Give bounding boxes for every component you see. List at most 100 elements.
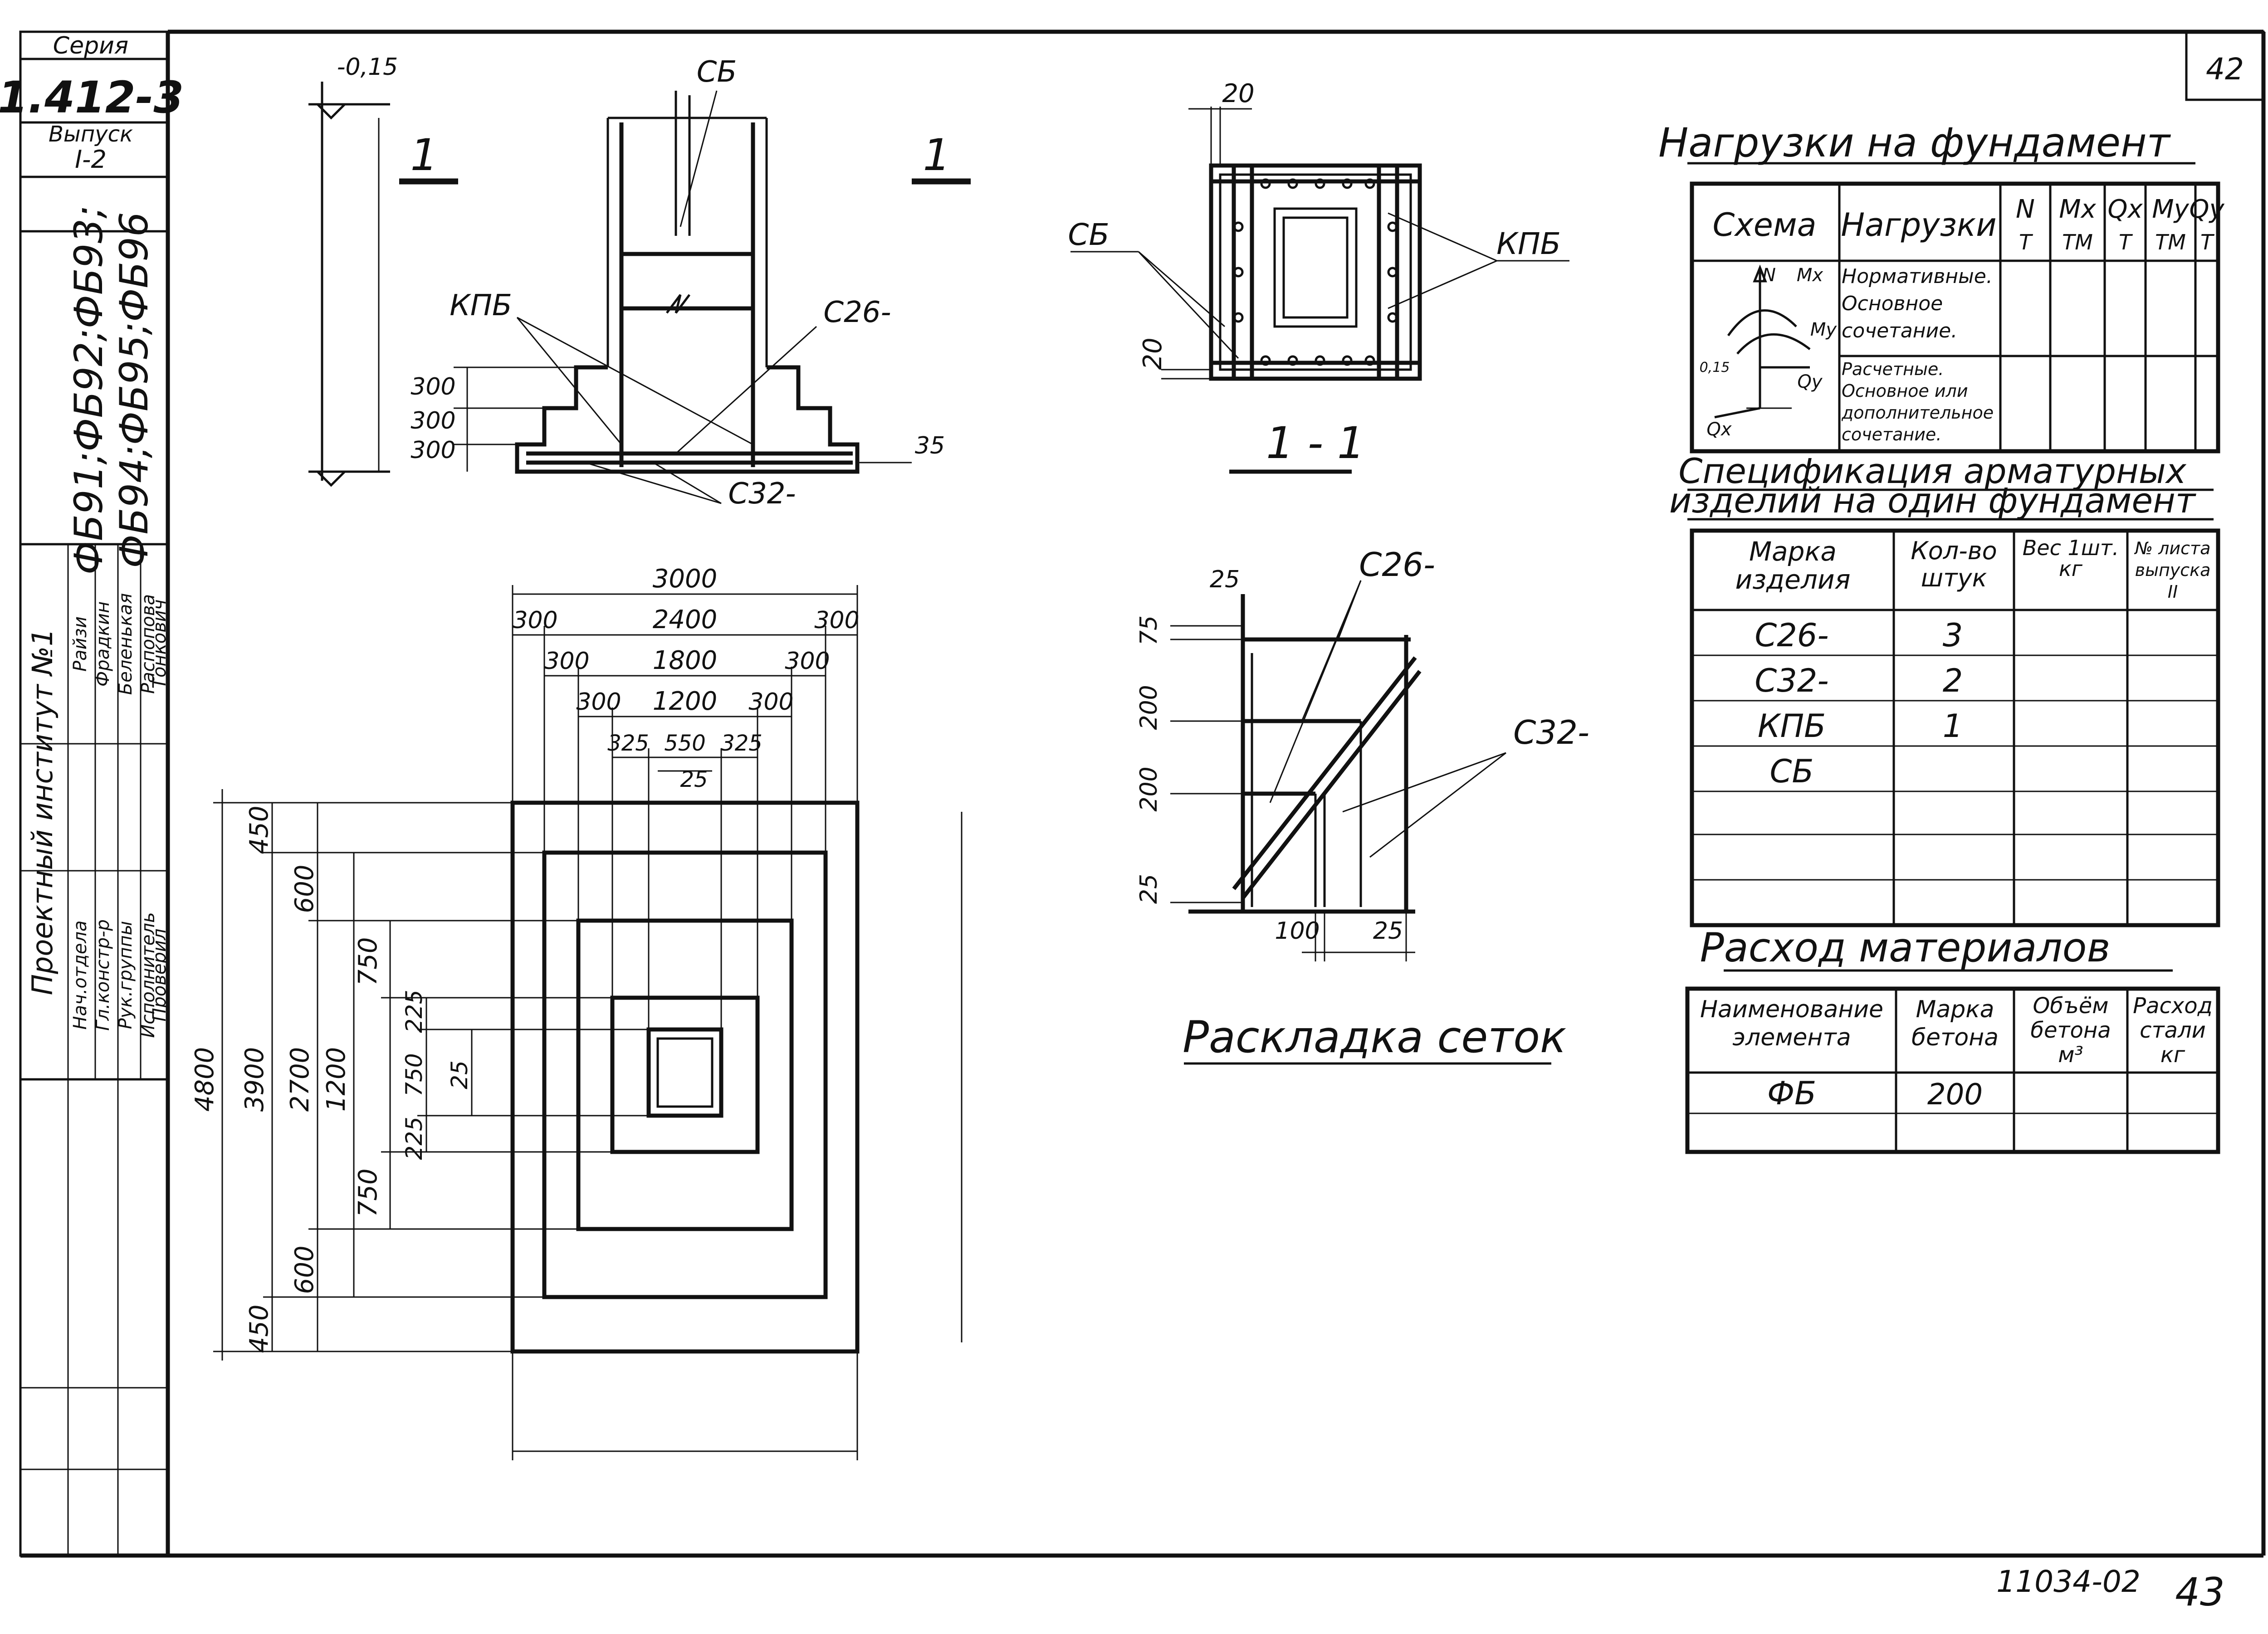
dim-325-b: 325 [721,731,763,756]
spec-row2-qty: 2 [1943,662,1963,699]
role-4: Исполнитель [138,912,159,1038]
plan-step-4 [610,995,760,1154]
marks-line2: ФБ94;ФБ95;ФБ96 [112,212,157,568]
dim-1800: 1800 [653,646,718,675]
dim-550: 550 [664,731,706,756]
spec-row3-qty: 1 [1943,707,1963,745]
plan-view: 3000 300 2400 300 300 1800 300 300 1200 … [190,564,963,1460]
mesh-dim-25-right: 25 [1373,917,1403,945]
loads-header-n: N [2016,195,2035,224]
mesh-dim-25-bottom: 25 [1135,874,1163,904]
loads-unit-mx: ТМ [2062,230,2093,254]
loads-header-loads: Нагрузки [1841,206,1996,244]
loads-table-title: Нагрузки на фундамент [1658,119,2171,166]
dim-750-top: 750 [353,937,383,986]
mesh-dim-25-top: 25 [1210,566,1240,593]
label-c26-mesh: С26- [1359,546,1435,584]
scheme-label-qy: Qy [1797,371,1823,392]
section-mark-right: 1 [923,130,950,180]
mesh-layout-title: Раскладка сеток [1183,1012,1566,1063]
issue-number: I-2 [75,145,107,174]
archive-number: 11034-02 [1996,1564,2141,1599]
name-1: Райзи [70,616,91,672]
dim-3000: 3000 [653,564,718,594]
dim-300-d: 300 [785,648,830,675]
plan-top-dimensions: 3000 300 2400 300 300 1800 300 300 1200 … [512,564,860,1029]
role-1: Нач.отдела [70,920,91,1029]
dim-225-bottom: 225 [401,1117,427,1160]
dim-1200-left: 1200 [322,1047,351,1112]
dim-325-a: 325 [607,731,649,756]
issue-label: Выпуск [49,122,133,147]
loads-unit-my: ТМ [2155,230,2186,254]
sheet-number: 42 [2206,52,2244,87]
name-5: Тонкович [149,600,170,689]
loads-row-normative: Нормативные. Основное сочетание. [1842,265,1993,342]
title-block: Серия 1.412-3 Выпуск I-2 ФБ91;ФБ92;ФБ93;… [0,30,184,1557]
dim-225-top: 225 [401,990,427,1033]
materials-header-volume: Объём бетона м³ [2030,993,2111,1068]
name-4: Распопова [138,594,159,694]
materials-header-grade: Марка бетона [1911,996,1999,1051]
scheme-label-qx: Qx [1706,419,1731,440]
loads-header-qy: Qy [2189,195,2224,224]
mesh-dim-100: 100 [1275,917,1320,945]
section-1-1-dim-left: 20 [1138,337,1168,370]
footer: 11034-02 43 [1996,1564,2225,1615]
dim-300-c: 300 [544,648,589,675]
label-kpb-section: КПБ [450,289,512,322]
sheet-number-box: 42 [2185,30,2265,101]
dim-300-a: 300 [513,607,557,634]
materials-header-element: Наименование элемента [1700,996,1884,1051]
dim-450-bottom: 450 [244,1305,274,1353]
dim-600-bottom: 600 [290,1246,319,1294]
section-1-1-title: 1 - 1 [1266,418,1365,468]
spec-title-line2: изделий на один фундамент [1669,480,2197,521]
series-number: 1.412-3 [0,72,184,123]
dim-25-left: 25 [446,1060,473,1089]
loads-unit-qx: Т [2119,230,2133,254]
dim-450-top: 450 [244,806,274,854]
dim-1200: 1200 [653,687,718,716]
dim-300-e: 300 [576,688,621,716]
top-level-mark: -0,15 [337,54,398,81]
section-mark-left: 1 [410,130,438,180]
step-dim-2: 300 [411,407,455,434]
spec-row2-mark: С32- [1755,662,1828,699]
label-kpb-section11: КПБ [1496,226,1561,261]
loads-header-my: My [2152,195,2189,224]
spec-header-sheet: № листа выпуска II [2135,538,2211,602]
dim-25-top: 25 [680,767,708,792]
page-number: 43 [2175,1570,2224,1615]
plan-column [646,1027,723,1118]
label-sb-section11: СБ [1068,217,1109,252]
label-c32-section: С32- [728,477,796,511]
plan-left-dimensions: 4800 3900 2700 1200 450 450 600 600 750 … [190,789,649,1361]
dim-750-bottom: 750 [353,1169,383,1217]
spec-row1-mark: С26- [1755,617,1828,654]
plan-step-2 [542,850,828,1299]
loads-unit-n: Т [2019,230,2033,254]
mesh-dim-75: 75 [1135,615,1163,645]
section-1-1-dim-top: 20 [1222,79,1254,108]
step-dim-1: 300 [411,373,455,400]
plan-step-3 [576,918,794,1231]
spec-row4-mark: СБ [1770,753,1814,790]
spec-header-weight: Вес 1шт. кг [2022,536,2119,581]
cover-dim: 35 [915,432,945,459]
loads-unit-qy: Т [2200,230,2215,254]
dim-750-inner: 750 [401,1053,427,1096]
materials-table: Расход материалов Наименование элемента … [1685,924,2220,1154]
series-label: Серия [53,32,128,59]
role-3: Рук.группы [115,921,136,1029]
spec-header-mark: Марка изделия [1735,536,1851,595]
name-3: Беленькая [115,593,136,695]
role-5: Проверил [149,928,170,1021]
dim-300-f: 300 [748,688,793,716]
scheme-label-015: 0,15 [1700,360,1730,376]
loads-table: Нагрузки на фундамент Схема Нагрузки N M… [1658,119,2224,454]
materials-row1-element: ФБ [1767,1075,1816,1112]
scheme-label-n: N [1762,265,1776,286]
load-scheme-diagram: N Mx My Qy Qx 0,15 [1700,264,1837,440]
